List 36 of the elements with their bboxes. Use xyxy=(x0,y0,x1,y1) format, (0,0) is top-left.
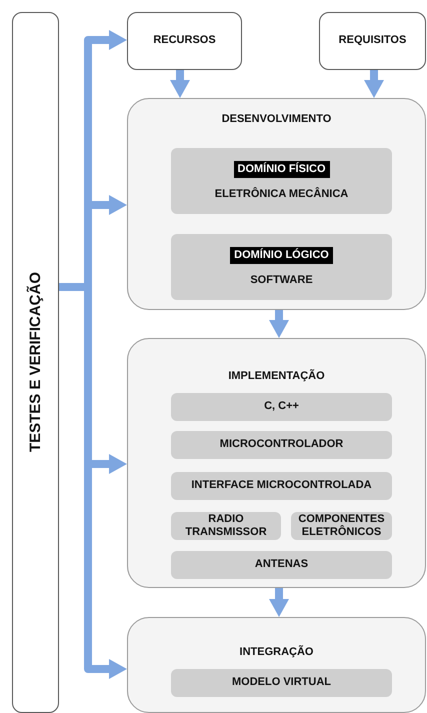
component-label: ELETRÔNICA MECÂNICA xyxy=(214,188,348,202)
component-box xyxy=(171,431,392,459)
component-label: MODELO VIRTUAL xyxy=(232,676,331,690)
process-box xyxy=(127,12,242,70)
component-label: SOFTWARE xyxy=(250,274,313,288)
component-box xyxy=(291,512,392,540)
section-tag: DOMÍNIO FÍSICO xyxy=(234,160,330,178)
arrow xyxy=(269,310,289,338)
component-label: COMPONENTES ELETRÔNICOS xyxy=(297,512,386,540)
component-box xyxy=(171,669,392,697)
component-box xyxy=(171,148,392,214)
component-label: INTERFACE MICROCONTROLADA xyxy=(191,479,372,493)
component-label: ANTENAS xyxy=(254,558,308,572)
component-box xyxy=(171,393,392,421)
box-label: REQUISITOS xyxy=(338,34,406,48)
process-box xyxy=(319,12,426,70)
component-box xyxy=(171,472,392,500)
stage-panel xyxy=(127,338,426,588)
component-label: MICROCONTROLADOR xyxy=(220,438,344,452)
arrow xyxy=(170,70,190,98)
arrow xyxy=(269,588,289,617)
component-box xyxy=(171,234,392,300)
panel-heading: DESENVOLVIMENTO xyxy=(220,113,332,126)
component-box xyxy=(171,512,281,540)
arrow xyxy=(364,70,384,98)
component-label: RADIO TRANSMISSOR xyxy=(184,512,268,540)
section-tag: DOMÍNIO LÓGICO xyxy=(230,246,333,264)
stage-panel xyxy=(127,98,426,310)
process-box xyxy=(12,12,59,713)
panel-heading: IMPLEMENTAÇÃO xyxy=(227,370,326,384)
stage-panel xyxy=(127,617,426,713)
component-box xyxy=(171,551,392,579)
stage-title: TESTES E VERIFICAÇÃO xyxy=(26,272,44,453)
panel-heading: INTEGRAÇÃO xyxy=(238,646,314,660)
box-label: RECURSOS xyxy=(153,34,216,48)
component-label: C, C++ xyxy=(264,400,299,414)
